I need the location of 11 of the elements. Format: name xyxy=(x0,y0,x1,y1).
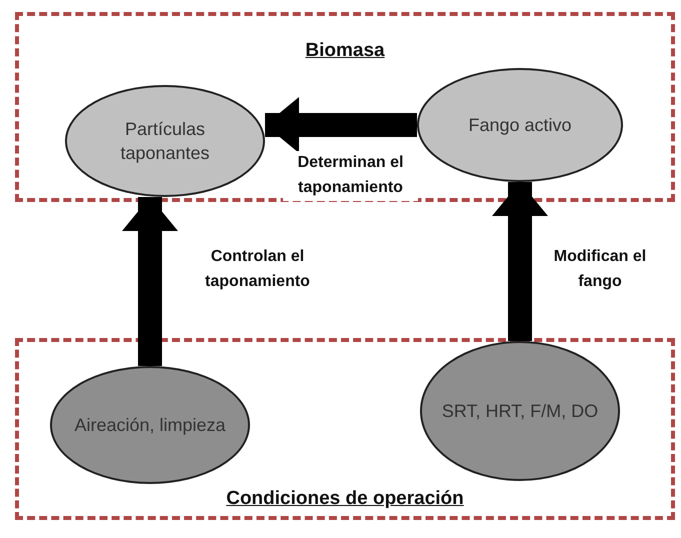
block-arrow xyxy=(265,97,417,153)
group-heading: Condiciones de operación xyxy=(226,488,464,509)
node-label: Partículas taponantes xyxy=(119,118,211,165)
block-arrow xyxy=(492,182,548,341)
block-arrow xyxy=(122,197,178,366)
node-label: SRT, HRT, F/M, DO xyxy=(442,400,598,423)
edge-label: Determinan el taponamiento xyxy=(283,151,418,201)
node-label: Aireación, limpieza xyxy=(74,414,226,437)
node-label: Fango activo xyxy=(468,114,572,137)
group-heading: Biomasa xyxy=(305,40,385,61)
dashed-group-box xyxy=(15,338,675,520)
